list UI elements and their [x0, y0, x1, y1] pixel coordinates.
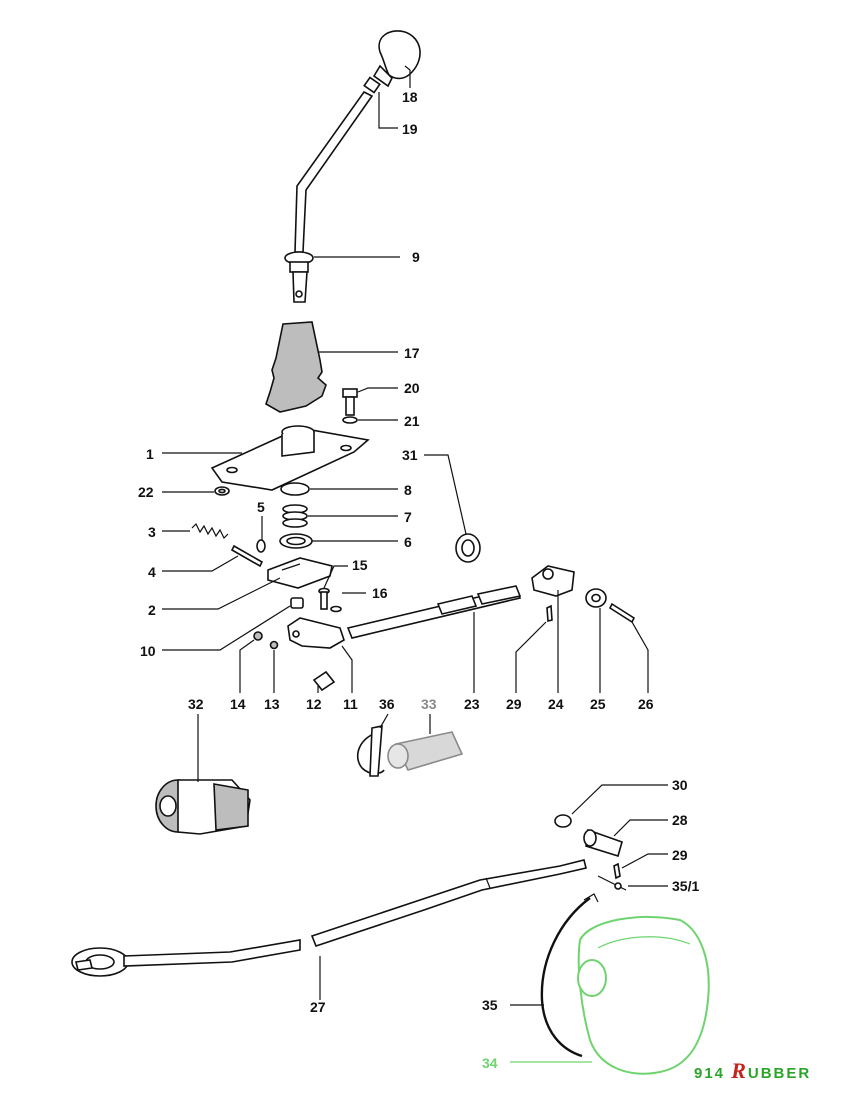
- brand-prefix: 914: [694, 1065, 726, 1082]
- callout-33: 33: [421, 696, 437, 712]
- callout-12: 12: [306, 696, 322, 712]
- callout-27: 27: [310, 999, 326, 1015]
- brand-suffix: UBBER: [747, 1065, 812, 1082]
- part-washer-21: [342, 416, 358, 424]
- part-spring-3: [191, 522, 229, 540]
- callout-35-1: 35/1: [672, 878, 699, 894]
- part-knob-nut: [363, 76, 381, 94]
- callout-8: 8: [404, 482, 412, 498]
- part-ball-5: [256, 539, 266, 553]
- callout-3: 3: [148, 524, 156, 540]
- part-nut-14: [253, 631, 263, 641]
- callout-2: 2: [148, 602, 156, 618]
- part-coupling-24: [531, 565, 575, 597]
- part-clip-36: [356, 725, 385, 777]
- callout-labels: 18 19 9 17 20 21 1 31 22 8 5 7 3 6 4 15 …: [138, 89, 699, 1071]
- part-selector-bracket: [287, 617, 345, 649]
- part-shift-rod: [71, 859, 587, 977]
- part-bushing-33: [387, 731, 464, 771]
- callout-19: 19: [402, 121, 418, 137]
- callout-21: 21: [404, 413, 420, 429]
- part-grommet-31: [455, 533, 481, 563]
- callout-11: 11: [343, 696, 358, 712]
- part-screw-29-lower: [613, 862, 621, 880]
- callout-5: 5: [257, 499, 265, 515]
- part-clamp-35: [540, 893, 599, 1058]
- part-boot-34: [577, 915, 710, 1075]
- callout-31: 31: [402, 447, 418, 463]
- callout-15: 15: [352, 557, 368, 573]
- part-mount-32: [155, 779, 251, 835]
- part-bushing-25: [585, 588, 607, 608]
- part-spring-7: [282, 504, 308, 528]
- callout-4: 4: [148, 564, 156, 580]
- callout-24: 24: [548, 696, 564, 712]
- callout-26: 26: [638, 696, 654, 712]
- part-screw-29-upper: [546, 604, 553, 623]
- callout-7: 7: [404, 509, 412, 525]
- part-pin-26: [608, 602, 636, 624]
- callout-6: 6: [404, 534, 412, 550]
- callout-34: 34: [482, 1055, 498, 1071]
- part-washer-16: [330, 605, 342, 613]
- callout-23: 23: [464, 696, 480, 712]
- part-pin-4: [230, 544, 264, 568]
- callout-25: 25: [590, 696, 606, 712]
- brand-initial: R: [731, 1058, 748, 1083]
- part-bolt-15: [318, 587, 330, 610]
- part-bushing-30: [554, 814, 572, 828]
- callout-16: 16: [372, 585, 388, 601]
- part-shift-lever: [284, 90, 374, 303]
- callout-28: 28: [672, 812, 688, 828]
- callout-20: 20: [404, 380, 420, 396]
- callout-14: 14: [230, 696, 246, 712]
- part-ring-6: [279, 533, 313, 549]
- part-base-plate: [210, 425, 370, 491]
- leader-lines: [162, 65, 668, 1063]
- part-rubber-boot: [265, 321, 327, 413]
- callout-17: 17: [404, 345, 420, 361]
- callout-32: 32: [188, 696, 204, 712]
- part-bolt-20: [342, 388, 358, 416]
- callout-22: 22: [138, 484, 154, 500]
- part-guide-block: [267, 557, 333, 589]
- callout-29-upper: 29: [506, 696, 522, 712]
- brand-logo: 914 RUBBER: [694, 1058, 811, 1084]
- part-seat-8: [280, 482, 310, 496]
- callout-36: 36: [379, 696, 395, 712]
- callout-29-lower: 29: [672, 847, 688, 863]
- callout-18: 18: [402, 89, 418, 105]
- part-coupling-28: [583, 828, 623, 858]
- part-nut-13: [269, 640, 279, 650]
- part-bolt-12: [312, 670, 336, 692]
- callout-10: 10: [140, 643, 156, 659]
- part-selector-rod: [346, 585, 522, 639]
- part-clip-35-1: [597, 875, 627, 891]
- callout-13: 13: [264, 696, 280, 712]
- callout-35: 35: [482, 997, 498, 1013]
- callout-30: 30: [672, 777, 688, 793]
- callout-9: 9: [412, 249, 420, 265]
- part-gear-knob: [372, 30, 421, 88]
- callout-1: 1: [146, 446, 154, 462]
- part-bushing-10: [290, 597, 304, 609]
- part-washer-22: [214, 486, 230, 496]
